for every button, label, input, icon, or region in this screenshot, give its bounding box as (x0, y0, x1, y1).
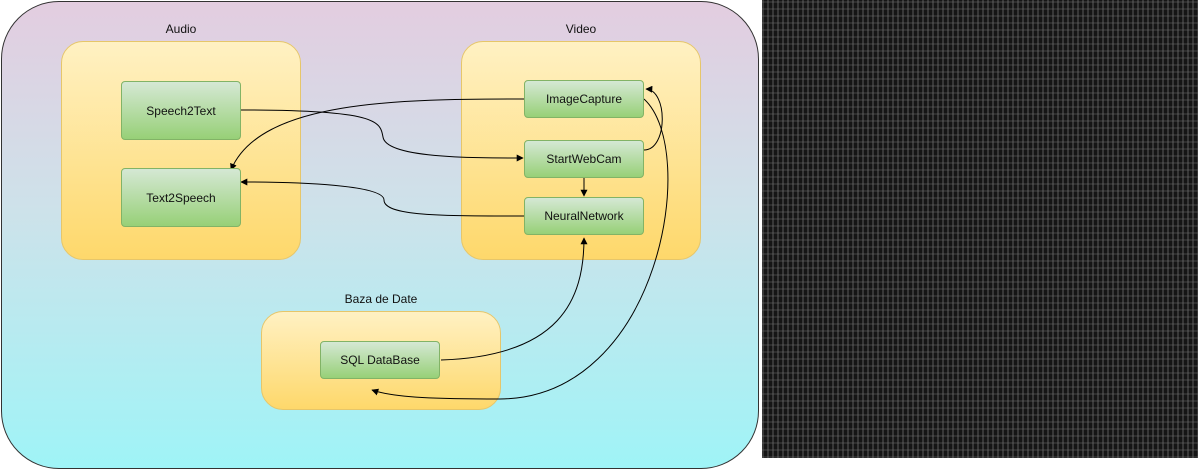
node-sqldatabase[interactable]: SQL DataBase (320, 341, 440, 379)
node-text2speech[interactable]: Text2Speech (121, 168, 241, 227)
connector-layer (230, 85, 669, 400)
edge-sqldatabase-to-neuralnetwork (440, 237, 588, 361)
node-startwebcam[interactable]: StartWebCam (524, 140, 644, 178)
edge-startwebcam-to-imagecapture (643, 85, 663, 151)
node-neuralnetwork[interactable]: NeuralNetwork (524, 197, 644, 235)
edge-speech2text-to-startwebcam (240, 109, 524, 162)
database-group-title: Baza de Date (344, 292, 418, 306)
edge-imagecapture-to-text2speech (230, 98, 525, 171)
video-group-title: Video (565, 22, 597, 36)
node-speech2text[interactable]: Speech2Text (121, 81, 241, 140)
node-text2speech-label: Text2Speech (146, 190, 216, 205)
node-imagecapture-label: ImageCapture (545, 92, 623, 106)
background-texture-panel (762, 0, 1198, 458)
node-neuralnetwork-label: NeuralNetwork (544, 209, 624, 223)
node-imagecapture[interactable]: ImageCapture (524, 80, 644, 118)
edge-imagecapture-to-sqldatabase (371, 98, 669, 400)
edge-neuralnetwork-to-text2speech (240, 178, 525, 217)
node-speech2text-label: Speech2Text (146, 103, 216, 118)
node-sqldatabase-label: SQL DataBase (340, 353, 420, 367)
audio-group-title: Audio (165, 22, 197, 36)
node-startwebcam-label: StartWebCam (546, 152, 622, 166)
